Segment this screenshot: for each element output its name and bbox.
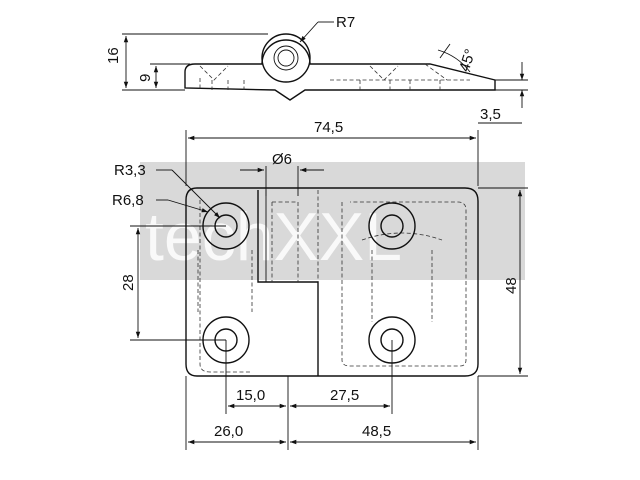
pin-hole <box>273 45 299 71</box>
hole-top-right <box>368 202 416 250</box>
side-height-leaf: 9 <box>137 74 154 82</box>
top-left-hole-to-axis: 15,0 <box>236 387 265 404</box>
top-height-total: 48 <box>503 277 520 294</box>
top-right-leaf-width: 48,5 <box>362 423 391 440</box>
top-view: 74,5 Ø6 R3,3 R6,8 28 48 15,0 27,5 <box>112 119 528 450</box>
top-right-hole-from-axis: 27,5 <box>330 387 359 404</box>
top-hole-radius-large: R6,8 <box>112 192 144 209</box>
side-radius-label: R7 <box>336 14 355 31</box>
watermark: techXXL <box>140 162 525 280</box>
side-view: 16 9 R7 45° 3,5 <box>105 14 528 124</box>
side-height-total: 16 <box>105 47 122 64</box>
top-width-total: 74,5 <box>314 119 343 136</box>
top-pin-diameter: Ø6 <box>272 151 292 168</box>
knuckle-outline <box>261 33 311 83</box>
side-angle: 45° <box>456 47 479 74</box>
watermark-text: techXXL <box>145 199 402 275</box>
top-left-leaf-width: 26,0 <box>214 423 243 440</box>
top-hole-spacing-vertical: 28 <box>120 274 137 291</box>
side-thickness: 3,5 <box>480 106 501 123</box>
top-hole-radius-small: R3,3 <box>114 162 146 179</box>
